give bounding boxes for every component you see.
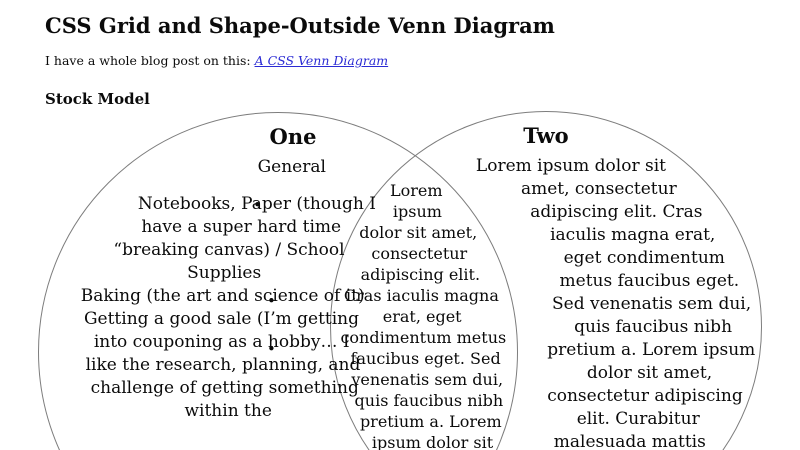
circle-one-subtitle: General [257, 157, 326, 177]
circle-two-title: Two [523, 123, 569, 148]
page-title: CSS Grid and Shape-Outside Venn Diagram [45, 13, 555, 38]
list-item-text: Getting a good sale (I’m getting into co… [83, 309, 361, 421]
intro-paragraph: I have a whole blog post on this: A CSS … [45, 53, 755, 68]
list-item-text: Notebooks, Paper (though I have a super … [113, 194, 376, 283]
circle-two-text: Lorem ipsum dolor sit amet, consectetur … [475, 156, 756, 450]
list-bullet-icon: • [267, 292, 276, 310]
list-item: •Baking (the art and science of it) [78, 285, 518, 310]
list-bullet-icon: • [267, 340, 276, 358]
circle-two-content: Two Lorem ipsum dolor sit amet, consecte… [330, 111, 762, 450]
circle-one-content: One General •Notebooks, Paper (though I … [38, 112, 518, 450]
circle-one-title: One [269, 124, 317, 149]
list-item: •Getting a good sale (I’m getting into c… [78, 308, 518, 423]
section-heading: Stock Model [45, 90, 150, 109]
list-item: •Notebooks, Paper (though I have a super… [78, 193, 518, 285]
intersection-text: Lorem ipsum dolor sit amet, consectetur … [340, 181, 507, 450]
stock-list: •Notebooks, Paper (though I have a super… [38, 193, 518, 423]
list-bullet-icon: • [253, 196, 262, 214]
list-item-text: Baking (the art and science of it) [80, 286, 365, 306]
blog-post-link[interactable]: A CSS Venn Diagram [254, 53, 389, 69]
intro-text: I have a whole blog post on this: [45, 53, 255, 69]
intersection-content: Lorem ipsum dolor sit amet, consectetur … [310, 157, 520, 450]
page-header: CSS Grid and Shape-Outside Venn Diagram … [0, 0, 800, 108]
